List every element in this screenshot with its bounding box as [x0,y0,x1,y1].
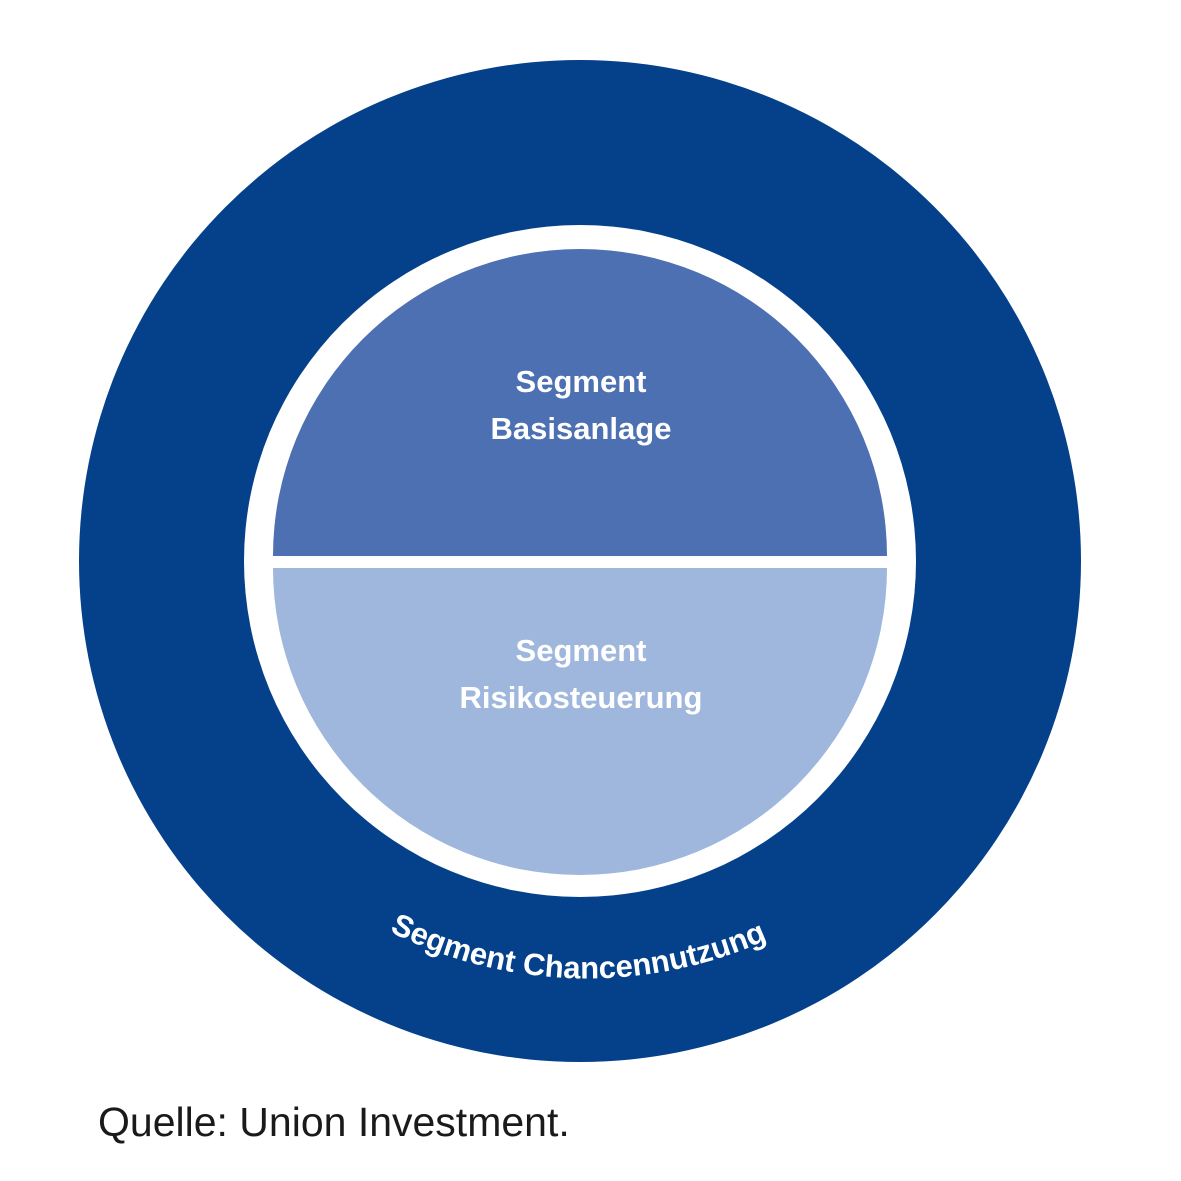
lower-segment-risikosteuerung [273,568,887,875]
basisanlage-label-line1: Segment [516,364,647,399]
risikosteuerung-label-line2: Risikosteuerung [460,680,703,715]
source-note: Quelle: Union Investment. [98,1099,570,1145]
basisanlage-label-line2: Basisanlage [491,411,672,446]
risikosteuerung-label-line1: Segment [516,633,647,668]
upper-segment-basisanlage [273,249,887,556]
